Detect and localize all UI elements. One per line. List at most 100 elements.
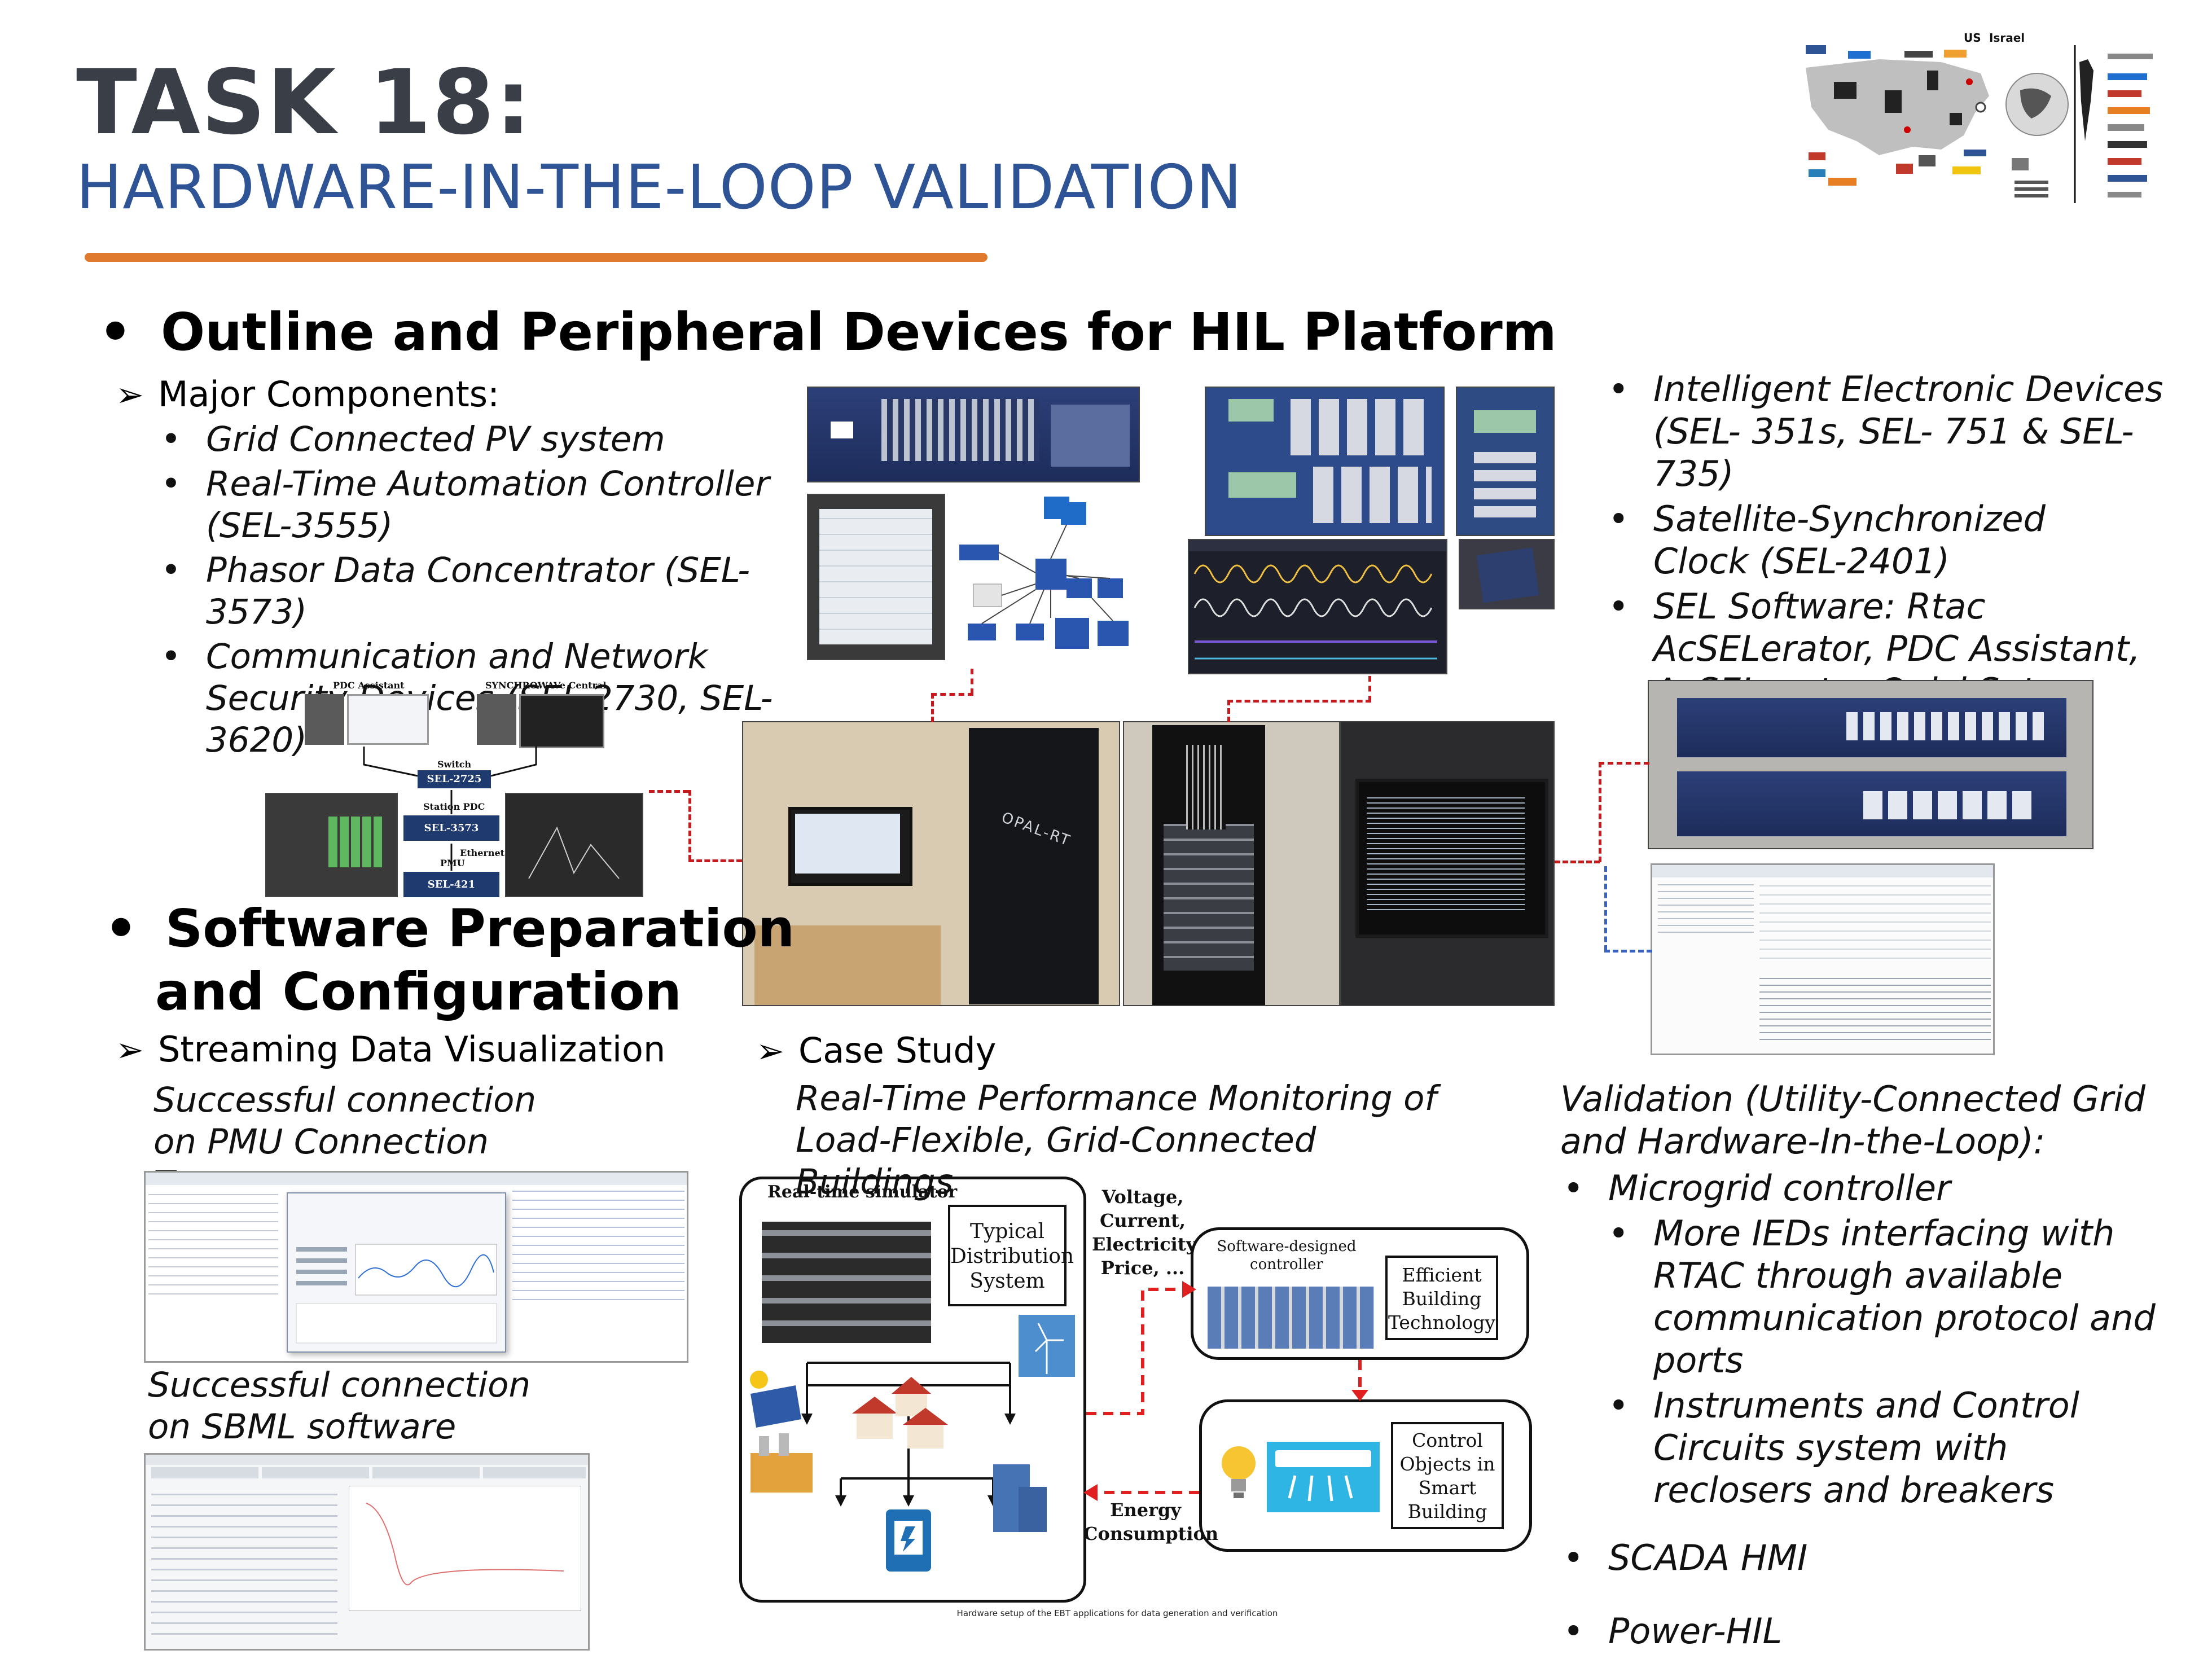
- relay-display-2: [1228, 472, 1296, 498]
- security-gateway-photo: [1648, 680, 2094, 849]
- opal-rt-lab-photo: OPAL-RT: [742, 721, 1120, 1006]
- signals-label: Voltage, Current, Electricity Price, ...: [1092, 1185, 1196, 1280]
- solar-panel-icon: [750, 1385, 801, 1428]
- ethernet-label: Ethernet: [460, 848, 505, 858]
- switch-ports: [1846, 712, 2044, 740]
- page-title: TASK 18:: [76, 51, 533, 155]
- case-study-label-text: Case Study: [798, 1030, 997, 1071]
- switch-label: Switch: [437, 759, 472, 770]
- sbml-toolbar: [146, 1455, 588, 1465]
- connector-line: [688, 790, 691, 861]
- pmu-tester-right: [512, 1190, 684, 1308]
- bullet-icon: •: [99, 302, 132, 362]
- right-item: Intelligent Electronic Devices (SEL- 351…: [1608, 368, 2201, 495]
- streaming-label: ➢ Streaming Data Visualization: [116, 1029, 665, 1070]
- pdc-assistant-computer: [305, 694, 344, 745]
- map-label-us: US: [1964, 31, 1981, 45]
- pmu-waveform-graphic: [528, 826, 620, 879]
- scada-item: SCADA HMI: [1563, 1537, 2201, 1579]
- network-schematic-graphic: [959, 497, 1129, 649]
- controller-box: [1191, 1227, 1529, 1360]
- pdc-assistant-label: PDC Assistant: [333, 680, 405, 691]
- switch-box: SEL-2725: [418, 770, 491, 788]
- energy-line1: Energy: [1110, 1499, 1181, 1521]
- connector-line: [1604, 950, 1652, 953]
- opal-rt-rack-photo: [1123, 721, 1340, 1006]
- energy-label: Energy Consumption: [1083, 1498, 1218, 1546]
- typical-line1: Typical: [969, 1220, 1045, 1243]
- major-components-label: ➢Major Components:: [116, 374, 499, 415]
- validation-sub-item: Instruments and Control Circuits system …: [1608, 1384, 2172, 1511]
- controller-line1: Software-designed: [1217, 1238, 1357, 1255]
- page-subtitle: HARDWARE-IN-THE-LOOP VALIDATION: [76, 152, 1243, 223]
- connector-line: [1227, 700, 1371, 703]
- connector-line: [1227, 700, 1230, 722]
- pmu-tester-toolbar: [146, 1173, 687, 1185]
- bullet-icon: •: [104, 898, 138, 959]
- lab-monitor-screen: [795, 814, 900, 874]
- right-item: Satellite-Synchronized Clock (SEL-2401): [1608, 498, 2116, 582]
- clock-device-photo: [1456, 387, 1555, 536]
- signals-line2: Current,: [1100, 1210, 1186, 1231]
- pmu-label: PMU: [440, 858, 465, 868]
- component-item: Communication and Network Security Devic…: [161, 636, 827, 761]
- software-heading-line1: Software Preparation: [165, 898, 795, 959]
- pmu-tester-plot: [296, 1244, 497, 1344]
- component-item: Real-Time Automation Controller (SEL-355…: [161, 463, 770, 547]
- ebt-line3: Technology: [1388, 1311, 1496, 1333]
- control-objects-box: [1199, 1399, 1532, 1552]
- pmu-tester-tree: [148, 1190, 278, 1302]
- partner-map-graphic: [1806, 45, 2153, 203]
- connector-line: [1599, 762, 1601, 862]
- waveform-monitor-photo: [1188, 539, 1447, 674]
- connector-line: [649, 790, 688, 793]
- office-building-icon: [993, 1464, 1047, 1532]
- map-label-israel: Israel: [1989, 31, 2025, 45]
- connector-line: [931, 693, 973, 696]
- sbml-plot-graphic: [366, 1503, 564, 1586]
- sbml-tab-bar: [151, 1467, 586, 1478]
- streaming-label-text: Streaming Data Visualization: [158, 1029, 666, 1070]
- sel-logo: [831, 422, 853, 438]
- simulator-box: [739, 1177, 1086, 1603]
- lab-screen-photo: [807, 494, 945, 660]
- sbml-form: [151, 1486, 337, 1644]
- rack-units: [1164, 824, 1254, 971]
- partner-map: US Israel: [1794, 28, 2178, 209]
- opal-rt-cabinet: [969, 728, 1099, 1004]
- lightbulb-icon: [1222, 1446, 1256, 1498]
- controller-label: Software-designed controller: [1213, 1237, 1360, 1274]
- relay-button-grid: [1291, 399, 1432, 455]
- case-study-title: Real-Time Performance Monitoring of Load…: [796, 1078, 1437, 1202]
- title-underline: [85, 253, 988, 262]
- pmu-caption: Successful connection on PMU Connection …: [153, 1080, 537, 1204]
- clock-display: [1474, 410, 1536, 433]
- connector-line: [1368, 676, 1371, 701]
- waveform-graphic: [1189, 540, 1446, 660]
- sbml-caption: Successful connection on SBML software: [148, 1365, 531, 1447]
- control-objects-label-box: Control Objects in Smart Building: [1391, 1422, 1504, 1529]
- arrow-icon: ➢: [116, 375, 144, 415]
- arrow-icon: ➢: [116, 1030, 144, 1070]
- simulator-label: Real-time simulator: [767, 1182, 958, 1202]
- synchrowave-monitor: [519, 694, 604, 748]
- distribution-network-graphic: [750, 1315, 1075, 1572]
- components-list: Grid Connected PV system Real-Time Autom…: [161, 419, 810, 761]
- relay-panel-photo: [1205, 387, 1445, 536]
- control-line1: Control: [1412, 1429, 1483, 1451]
- pdc-box: SEL-3573: [403, 815, 499, 841]
- console-text: [1367, 796, 1525, 914]
- controller-line2: controller: [1250, 1256, 1323, 1273]
- factory-icon: [750, 1433, 813, 1493]
- validation-sub-item: More IEDs interfacing with RTAC through …: [1608, 1212, 2201, 1381]
- relay-display: [1228, 399, 1274, 422]
- pmu-software-grid: [328, 817, 382, 867]
- ebt-diagram-caption: Hardware setup of the EBT applications f…: [956, 1608, 1278, 1618]
- console-monitor-photo: [1340, 721, 1555, 1006]
- network-diagram-lines: [363, 747, 537, 871]
- connector-line: [1604, 866, 1607, 951]
- network-schematic: [954, 494, 1146, 666]
- synchrowave-computer: [477, 694, 516, 745]
- component-item: Grid Connected PV system: [161, 419, 810, 460]
- air-conditioner-icon: [1267, 1442, 1380, 1512]
